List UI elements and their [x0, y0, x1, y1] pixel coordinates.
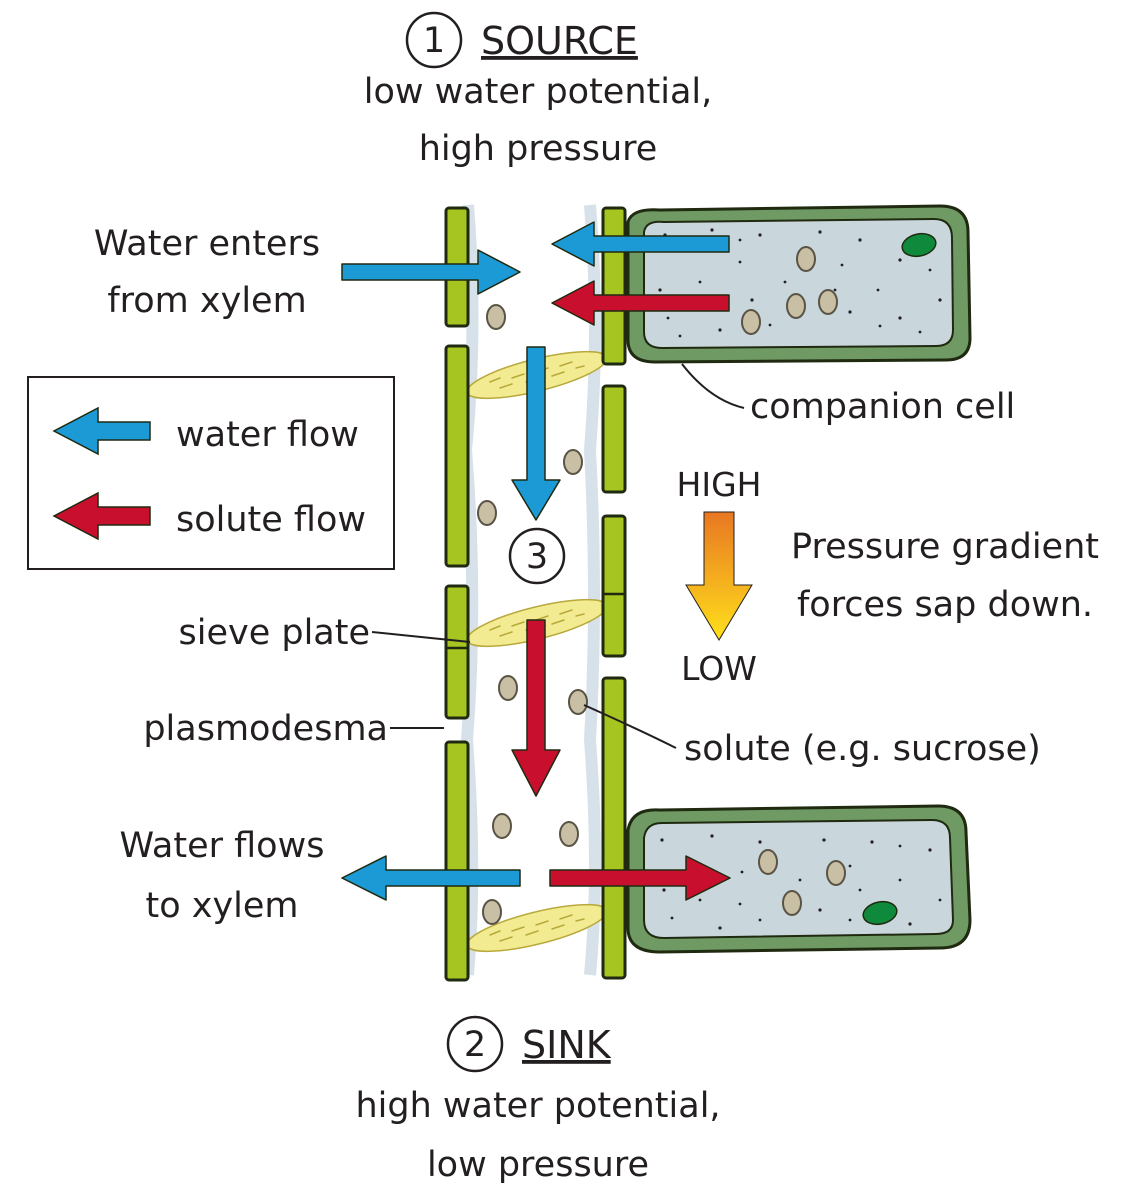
solute-callout: solute (e.g. sucrose) — [583, 704, 1041, 769]
legend-water-arrow — [52, 406, 151, 456]
gradient-line-1: Pressure gradient — [791, 527, 1099, 567]
sink-heading: 2 SINK high water potential, low pressur… — [355, 1015, 721, 1185]
legend-solute-arrow — [52, 491, 151, 541]
high-label: HIGH — [677, 465, 762, 504]
low-label: LOW — [681, 649, 757, 688]
water-enters-arrow — [341, 249, 521, 295]
solute-sucrose — [568, 689, 588, 715]
solute-from-companion-arrow — [551, 280, 730, 326]
left-wall-3 — [444, 584, 470, 720]
water-enters-line-2: from xylem — [107, 281, 306, 321]
legend: water flow solute flow — [27, 376, 395, 570]
water-flows-line-1: Water flows — [120, 826, 325, 866]
companion-cell-label: companion cell — [750, 387, 1015, 427]
companion-cell-callout: companion cell — [681, 363, 1015, 427]
water-enters-line-1: Water enters — [94, 224, 320, 264]
sieve-tube-lumen — [459, 204, 601, 976]
source-heading: 1 SOURCE low water potential, high press… — [364, 11, 713, 169]
sink-title: SINK — [522, 1023, 612, 1067]
source-title: SOURCE — [481, 19, 638, 63]
solute-down-arrow — [511, 619, 561, 797]
right-wall-3 — [601, 514, 627, 658]
source-line-1: low water potential, — [364, 72, 713, 112]
water-from-companion-arrow — [551, 221, 730, 267]
left-wall-2 — [444, 344, 470, 568]
chloroplast-top — [901, 232, 937, 258]
legend-solute-label: solute flow — [176, 500, 366, 540]
right-wall-2 — [601, 384, 627, 494]
plasmodesma-callout: plasmodesma — [143, 709, 444, 749]
pressure-gradient-arrow — [685, 511, 753, 641]
step-3-number: 3 — [526, 537, 548, 577]
water-down-arrow — [511, 346, 561, 521]
solute-label: solute (e.g. sucrose) — [684, 729, 1041, 769]
right-wall-4 — [601, 676, 627, 980]
source-number: 1 — [423, 21, 445, 61]
companion-cell-top — [626, 204, 972, 364]
sieve-plate-callout: sieve plate — [178, 613, 471, 653]
plasmodesma-label: plasmodesma — [143, 709, 388, 749]
water-flows-line-2: to xylem — [145, 886, 298, 926]
sink-line-1: high water potential, — [355, 1086, 720, 1126]
source-number-circle — [405, 11, 463, 69]
water-to-xylem-arrow — [341, 855, 521, 901]
solute-particles — [477, 304, 588, 925]
source-line-2: high pressure — [419, 129, 658, 169]
sink-number-circle — [446, 1015, 504, 1073]
companion-cell-bottom — [626, 804, 972, 954]
legend-water-label: water flow — [176, 415, 359, 455]
sink-number: 2 — [464, 1025, 486, 1065]
sieve-plate-label: sieve plate — [178, 613, 370, 653]
legend-box — [27, 376, 395, 570]
chloroplast-bottom — [862, 900, 898, 926]
sink-line-2: low pressure — [427, 1145, 649, 1185]
flow-arrows — [341, 221, 731, 901]
left-wall-4 — [444, 740, 470, 982]
gradient-line-2: forces sap down. — [797, 585, 1093, 625]
right-wall-1 — [601, 206, 627, 366]
step-3-marker: 3 — [508, 527, 566, 585]
pressure-gradient: HIGH LOW Pressure gradient forces sap do… — [677, 465, 1099, 688]
solute-to-sink-arrow — [549, 855, 731, 901]
